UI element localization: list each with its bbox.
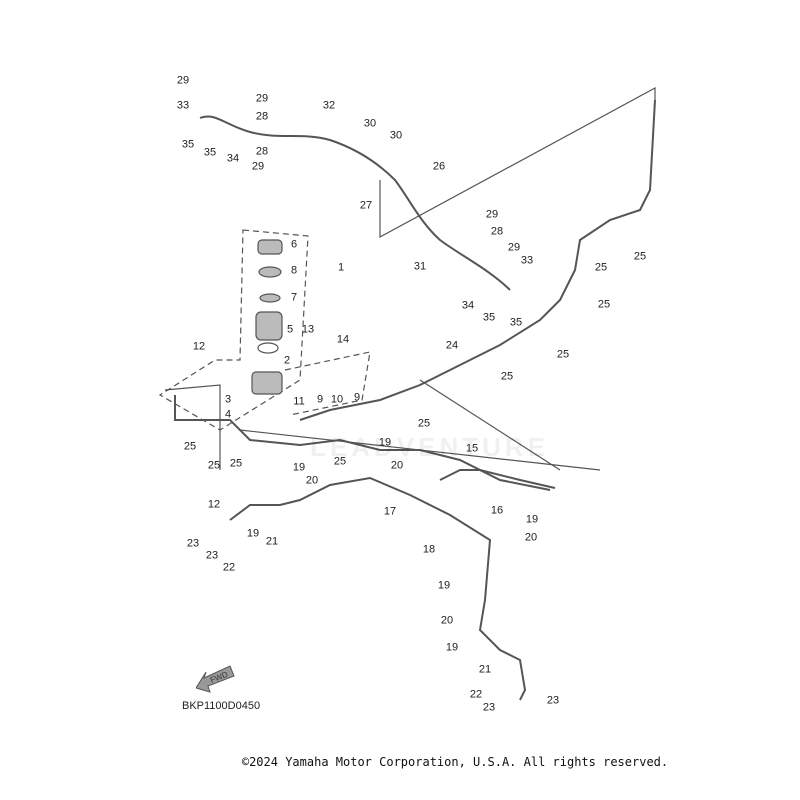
callout-31: 11: [293, 395, 305, 408]
callout-39: 25: [633, 250, 647, 263]
callout-3: 28: [255, 110, 269, 123]
callout-5: 35: [203, 146, 217, 159]
callout-28: 14: [336, 333, 350, 346]
callout-36: 4: [224, 408, 232, 421]
callout-63: 22: [222, 561, 236, 574]
callout-58: 18: [422, 543, 436, 556]
callout-60: 23: [205, 549, 219, 562]
fittings-box: [284, 351, 371, 416]
hose-15: [439, 469, 556, 489]
callout-12: 26: [432, 160, 446, 173]
callout-49: 20: [390, 459, 404, 472]
pipe-24: [299, 99, 656, 421]
callout-67: 21: [478, 663, 492, 676]
callout-6: 34: [226, 152, 240, 165]
callout-61: 19: [246, 527, 260, 540]
callout-69: 23: [482, 701, 496, 714]
callout-15: 28: [490, 225, 504, 238]
callout-32: 9: [316, 393, 324, 406]
callout-21: 35: [509, 316, 523, 329]
callout-46: 25: [229, 457, 243, 470]
callout-19: 34: [461, 299, 475, 312]
callout-37: 24: [445, 339, 459, 352]
callout-4: 35: [181, 138, 195, 151]
callout-33: 10: [330, 393, 344, 406]
callout-51: 12: [207, 498, 221, 511]
callout-9: 30: [389, 129, 403, 142]
hose-17: [229, 476, 527, 701]
pipe-lower: [174, 395, 551, 491]
callout-66: 19: [445, 641, 459, 654]
fwd-arrow-icon: FWD: [195, 662, 236, 701]
callout-38: 25: [594, 261, 608, 274]
callout-0: 29: [176, 74, 190, 87]
callout-30: 2: [283, 354, 291, 367]
callout-57: 20: [524, 531, 538, 544]
reservoir: [251, 239, 283, 395]
callout-11: 29: [251, 160, 265, 173]
callout-35: 3: [224, 393, 232, 406]
callout-56: 19: [525, 513, 539, 526]
callout-43: 25: [417, 417, 431, 430]
watermark: LEADVENTURE: [310, 432, 550, 462]
callout-22: 6: [290, 238, 298, 251]
callout-7: 32: [322, 99, 336, 112]
callout-59: 23: [186, 537, 200, 550]
callout-47: 25: [333, 455, 347, 468]
upper-clutch-hose: [199, 115, 511, 291]
callout-27: 13: [301, 323, 315, 336]
callout-14: 29: [485, 208, 499, 221]
callout-10: 28: [255, 145, 269, 158]
callout-23: 8: [290, 264, 298, 277]
callout-16: 29: [507, 241, 521, 254]
callout-55: 17: [383, 505, 397, 518]
callout-13: 27: [359, 199, 373, 212]
callout-29: 12: [192, 340, 206, 353]
callout-48: 19: [378, 436, 392, 449]
callout-20: 35: [482, 311, 496, 324]
fwd-label: FWD: [209, 670, 229, 685]
callout-42: 25: [500, 370, 514, 383]
callout-44: 25: [183, 440, 197, 453]
callout-54: 16: [490, 504, 504, 517]
callout-70: 23: [546, 694, 560, 707]
callout-45: 25: [207, 459, 221, 472]
reservoir-box: [158, 229, 309, 431]
callout-52: 19: [292, 461, 306, 474]
callout-17: 33: [520, 254, 534, 267]
callout-26: 5: [286, 323, 294, 336]
frame-lower: [164, 379, 601, 471]
diagram-code: BKP1100D0450: [182, 700, 261, 712]
callout-50: 15: [465, 442, 479, 455]
callout-8: 30: [363, 117, 377, 130]
callout-53: 20: [305, 474, 319, 487]
callout-18: 31: [413, 260, 427, 273]
callout-64: 19: [437, 579, 451, 592]
frame-line: [379, 86, 656, 239]
callout-24: 1: [337, 261, 345, 274]
callout-62: 21: [265, 535, 279, 548]
callout-2: 29: [255, 92, 269, 105]
callout-40: 25: [597, 298, 611, 311]
callout-65: 20: [440, 614, 454, 627]
callout-34: 9: [353, 391, 361, 404]
callout-1: 33: [176, 99, 190, 112]
copyright-notice: ©2024 Yamaha Motor Corporation, U.S.A. A…: [241, 755, 669, 769]
callout-41: 25: [556, 348, 570, 361]
callout-68: 22: [469, 688, 483, 701]
callout-25: 7: [290, 291, 298, 304]
